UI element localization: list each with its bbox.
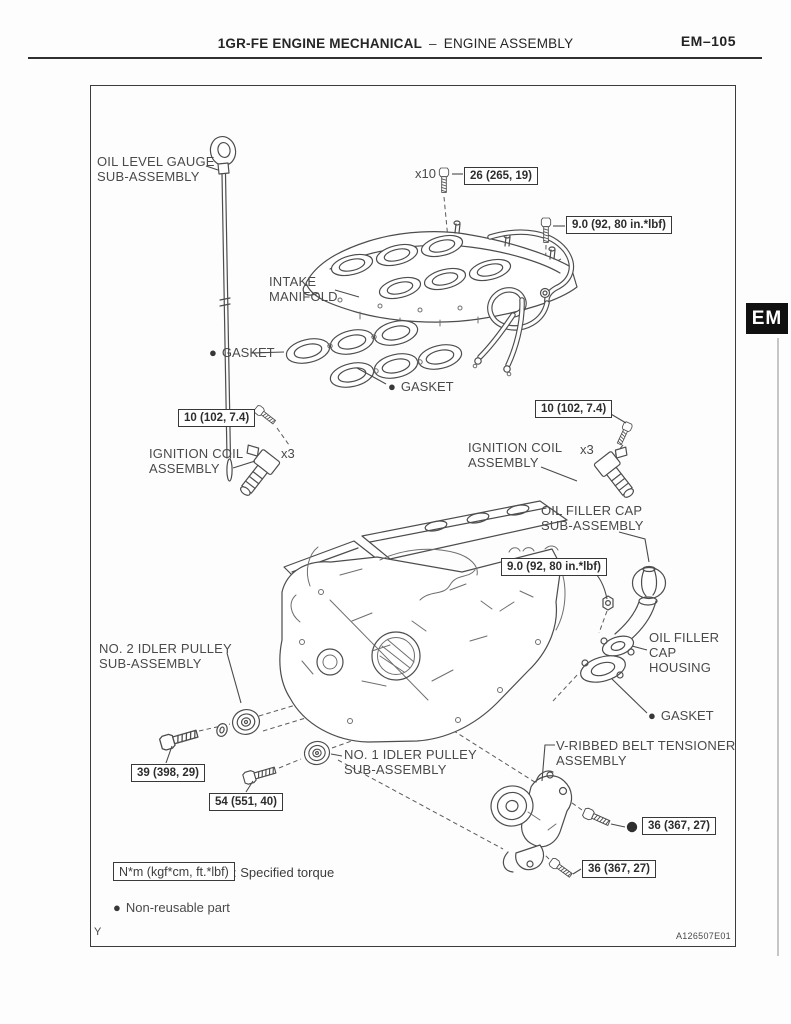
non-reusable-text: Non-reusable part — [125, 900, 230, 915]
section-title: 1GR-FE ENGINE MECHANICAL — [217, 36, 423, 51]
section-tab: EM — [746, 303, 788, 334]
label-gasket-housing: ● GASKET — [648, 708, 714, 723]
non-reusable-bullet: ● — [209, 345, 217, 360]
title-dash: – — [429, 36, 437, 51]
legend-non-reusable: ● Non-reusable part — [113, 900, 230, 915]
page-title: 1GR-FE ENGINE MECHANICAL–ENGINE ASSEMBLY — [0, 36, 791, 51]
torque-coil-right-bolt: 10 (102, 7.4) — [535, 400, 613, 418]
oil-filler-housing-drawing — [600, 596, 658, 657]
non-reusable-bullet: ● — [113, 900, 121, 915]
label-intake-manifold: INTAKE MANIFOLD — [269, 274, 338, 304]
torque-tensioner-lower-bolt: 36 (367, 27) — [582, 860, 657, 878]
oil-filler-cap-drawing — [602, 565, 667, 611]
torque-no1-idler-bolt: 54 (551, 40) — [209, 793, 284, 811]
ignition-coil-right-drawing — [593, 420, 652, 503]
subsection-title: ENGINE ASSEMBLY — [443, 36, 574, 51]
figure-code: A126507E01 — [675, 931, 731, 941]
gasket-lower-text: GASKET — [400, 379, 454, 394]
label-oil-level-gauge: OIL LEVEL GAUGE SUB-ASSEMBLY — [97, 154, 215, 184]
qty-coil-right: x3 — [580, 442, 594, 457]
torque-hose-clamp-bolt: 9.0 (92, 80 in.*lbf) — [566, 216, 672, 234]
header-rule — [28, 57, 762, 60]
label-ignition-coil-right: IGNITION COIL ASSEMBLY — [468, 440, 563, 470]
torque-oil-filler-nut: 9.0 (92, 80 in.*lbf) — [501, 558, 607, 576]
torque-tensioner-upper-bolt: 36 (367, 27) — [642, 817, 717, 835]
label-oil-filler-cap: OIL FILLER CAP SUB-ASSEMBLY — [541, 503, 644, 533]
label-ignition-coil-left: IGNITION COIL ASSEMBLY — [149, 446, 244, 476]
tensioner-drawing — [490, 770, 638, 880]
label-gasket-lower: ● GASKET — [388, 379, 454, 394]
gasket-upper-text: GASKET — [221, 345, 275, 360]
label-no1-idler-pulley: NO. 1 IDLER PULLEY SUB-ASSEMBLY — [344, 747, 477, 777]
non-reusable-dot — [626, 821, 638, 833]
torque-intake-manifold-bolt: 26 (265, 19) — [464, 167, 539, 185]
leader-lines — [165, 165, 650, 875]
gasket-housing-text: GASKET — [660, 708, 714, 723]
vacuum-hose-drawing — [472, 229, 575, 377]
intake-gaskets-drawing — [285, 320, 463, 388]
no1-idler-drawing — [241, 738, 333, 786]
no2-idler-drawing — [158, 706, 263, 752]
non-reusable-bullet: ● — [648, 708, 656, 723]
label-gasket-upper: ● GASKET — [209, 345, 275, 360]
legend-torque-caption: : Specified torque — [233, 865, 335, 880]
section-tab-label: EM — [751, 307, 783, 329]
corner-mark: Y — [94, 926, 102, 938]
oil-level-gauge-drawing — [209, 135, 237, 482]
torque-coil-left-bolt: 10 (102, 7.4) — [178, 409, 256, 427]
qty-coil-left: x3 — [281, 446, 295, 461]
legend-torque-unit-box: N*m (kgf*cm, ft.*lbf) — [113, 862, 235, 881]
label-oil-filler-cap-housing: OIL FILLER CAP HOUSING — [649, 630, 720, 675]
engine-block-drawing — [279, 500, 568, 743]
housing-gasket-drawing — [580, 655, 626, 683]
page-number: EM–105 — [680, 33, 736, 49]
qty-intake-bolts: x10 — [415, 166, 436, 181]
intake-bolt-drawing — [438, 167, 450, 193]
intake-manifold-drawing — [302, 220, 578, 327]
non-reusable-bullet: ● — [388, 379, 396, 394]
label-no2-idler-pulley: NO. 2 IDLER PULLEY SUB-ASSEMBLY — [99, 641, 232, 671]
page-edge-line — [777, 338, 779, 956]
diagram-border — [90, 85, 736, 947]
label-v-ribbed-belt-tensioner: V-RIBBED BELT TENSIONER ASSEMBLY — [556, 738, 736, 768]
torque-no2-idler-bolt: 39 (398, 29) — [131, 764, 206, 782]
